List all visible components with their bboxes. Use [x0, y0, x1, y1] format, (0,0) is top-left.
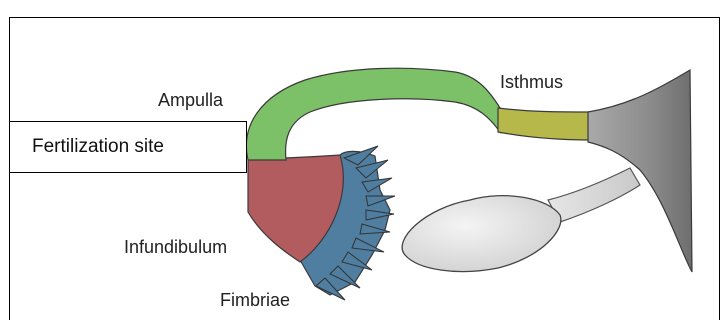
- ovary: [402, 196, 561, 272]
- ovarian-ligament: [548, 168, 640, 222]
- label-fimbriae: Fimbriae: [220, 290, 290, 311]
- uterus: [588, 70, 692, 272]
- label-isthmus: Isthmus: [500, 72, 563, 93]
- fertilization-site-callout: Fertilization site: [9, 121, 247, 173]
- ampulla: [246, 68, 500, 160]
- label-ampulla: Ampulla: [158, 90, 223, 111]
- label-infundibulum: Infundibulum: [124, 237, 227, 258]
- isthmus: [498, 108, 592, 140]
- callout-text: Fertilization site: [32, 136, 164, 158]
